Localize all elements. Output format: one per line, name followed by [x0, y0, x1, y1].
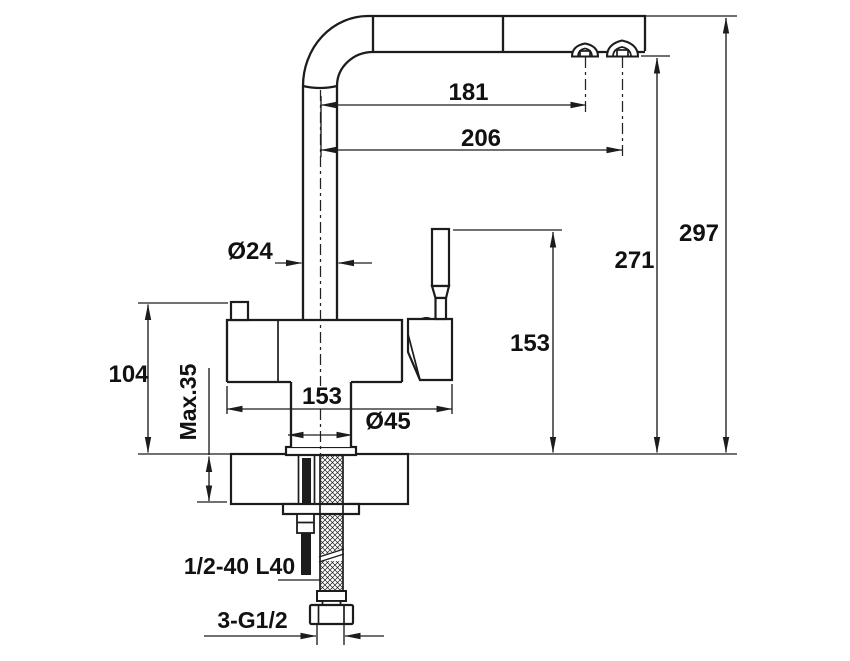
dim-181: 181 [320, 79, 587, 157]
aerator-2 [605, 39, 640, 58]
label-hose-spec: 1/2-40 L40 [184, 553, 321, 581]
supply-hose [318, 455, 345, 592]
dim-label-181: 181 [448, 79, 488, 106]
mounting-flange [281, 502, 361, 516]
dim-o45: Ø45 [287, 408, 411, 439]
dim-label-206: 206 [461, 125, 501, 152]
dim-label-153-width: 153 [302, 383, 342, 410]
dim-label-o45: Ø45 [365, 408, 410, 435]
center-lines [319, 57, 624, 454]
spout [301, 14, 647, 320]
dim-label-o24: Ø24 [227, 238, 273, 265]
dim-label-104: 104 [108, 361, 149, 388]
valve-housing [406, 317, 454, 382]
dim-label-153-height: 153 [510, 330, 550, 357]
body-knob [229, 300, 250, 322]
dim-153-height: 153 [453, 229, 562, 453]
dim-o24: Ø24 [227, 238, 372, 267]
under-counter-hardware [281, 455, 361, 626]
dim-297: 297 [645, 15, 737, 453]
dim-max35: Max.35 [175, 363, 227, 503]
dim-104: 104 [108, 302, 228, 453]
handle-lever [430, 227, 451, 321]
stud-hex [296, 513, 315, 534]
threaded-stud-lower [301, 533, 311, 575]
mounting-deck [138, 452, 737, 506]
hose-spec-label: 1/2-40 L40 [184, 553, 295, 579]
hex-nut [308, 603, 355, 626]
hose-collar [316, 590, 347, 602]
aerator-1 [570, 42, 600, 58]
dim-3-g12: 3-G1/2 [204, 607, 384, 645]
thread-spec-label: 3-G1/2 [217, 607, 287, 633]
dim-label-271: 271 [614, 247, 654, 274]
handle-joint-shadow [419, 316, 432, 320]
dim-206: 206 [320, 125, 623, 154]
faucet-body [225, 300, 454, 384]
threaded-stud-upper [302, 458, 311, 503]
dim-153-width: 153 [226, 383, 453, 414]
dim-271: 271 [614, 55, 670, 453]
dim-label-max35: Max.35 [175, 363, 201, 440]
dim-label-297: 297 [679, 220, 719, 247]
